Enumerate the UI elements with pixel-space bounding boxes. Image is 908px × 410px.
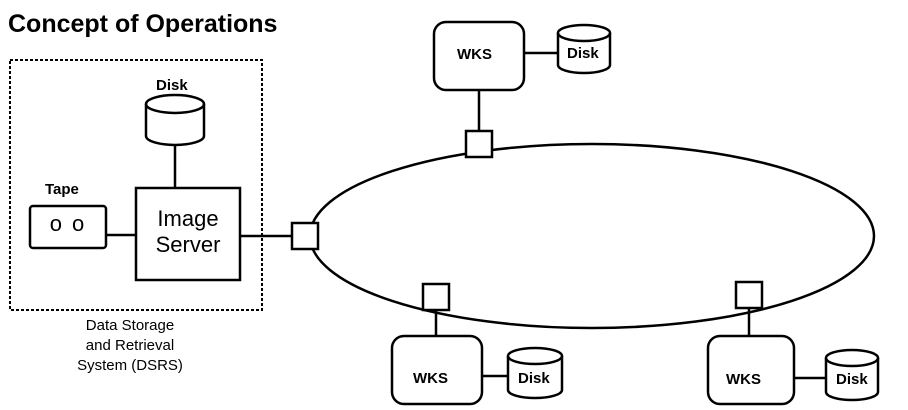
network-ring [308,142,876,330]
tape-label: Tape [45,181,79,198]
dsrs-caption-line-2: and Retrieval [85,337,175,354]
image-server-line-1: Image [157,206,219,231]
wks-top-disk-icon [556,23,612,75]
image-server-box [134,186,242,282]
ring-node-top [464,129,494,159]
wks-bottom-right-label: WKS [726,371,761,388]
image-server-line-2: Server [155,232,221,257]
dsrs-disk-label: Disk [156,77,188,94]
wks-top-label: WKS [457,46,492,63]
ring-node-left [290,221,320,251]
tape-reels-symbol: o o [49,211,87,236]
dsrs-boundary [9,59,263,311]
dsrs-caption-line-3: System (DSRS) [77,357,183,374]
dsrs-caption: Data Storage and Retrieval System (DSRS) [20,316,240,376]
image-server-label: Image Server [136,206,240,258]
wks-bottom-left-disk-label: Disk [518,370,550,387]
dsrs-caption-line-1: Data Storage [85,317,175,334]
wks-top-disk-label: Disk [567,45,599,62]
wks-bottom-left-box [390,334,484,406]
ring-node-bottom-left [421,282,451,312]
wks-top-box [432,20,526,92]
tape-unit-box [28,204,108,250]
wks-bottom-right-box [706,334,796,406]
wks-bottom-right-disk-icon [824,348,880,402]
ring-node-bottom-right [734,280,764,310]
dsrs-disk-icon [144,93,206,147]
wks-bottom-left-disk-icon [506,346,564,400]
page-title: Concept of Operations [8,10,278,38]
wks-bottom-left-label: WKS [413,370,448,387]
wks-bottom-right-disk-label: Disk [836,371,868,388]
